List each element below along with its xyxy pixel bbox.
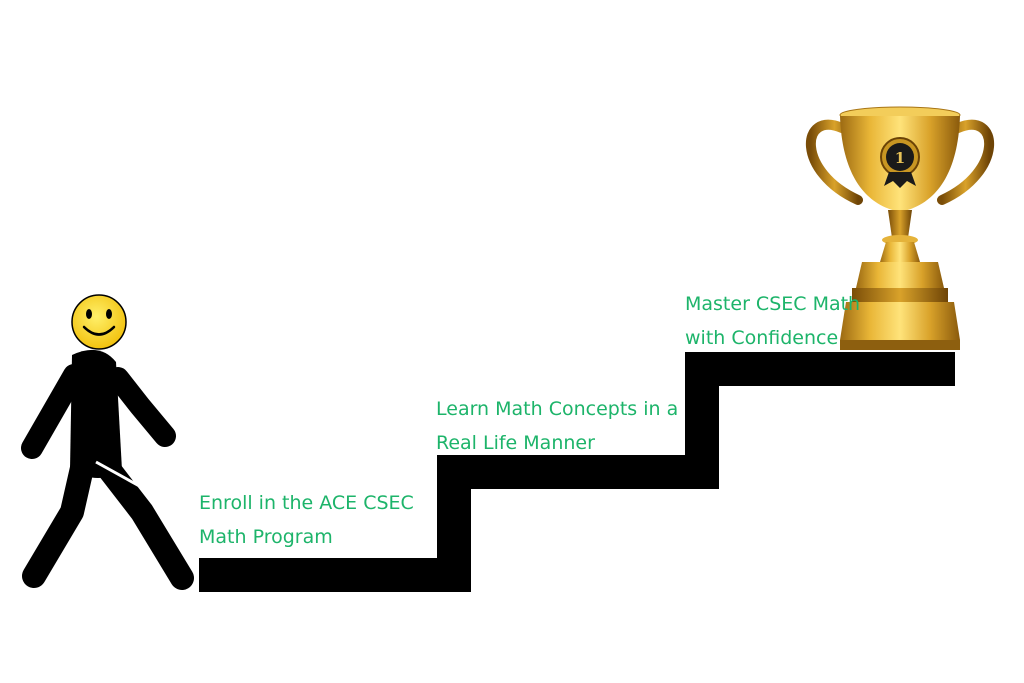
step-3-label: Master CSEC Math with Confidence (685, 287, 860, 355)
step-3-line-1: Master CSEC Math (685, 293, 861, 315)
step-2-line-1: Learn Math Concepts in a (436, 398, 679, 420)
step-1-line-1: Enroll in the ACE CSEC (199, 492, 414, 514)
step-2-line-2: Real Life Manner (436, 432, 595, 454)
trophy-badge-text: 1 (895, 149, 905, 167)
staircase (199, 352, 955, 592)
step-1-line-2: Math Program (199, 526, 333, 548)
trophy-icon: 1 (806, 106, 994, 350)
smiley-face-icon (71, 294, 127, 350)
step-2-label: Learn Math Concepts in a Real Life Manne… (436, 392, 678, 460)
walking-person-icon (21, 349, 194, 590)
step-3-line-2: with Confidence (685, 327, 839, 349)
step-1-label: Enroll in the ACE CSEC Math Program (199, 486, 414, 554)
